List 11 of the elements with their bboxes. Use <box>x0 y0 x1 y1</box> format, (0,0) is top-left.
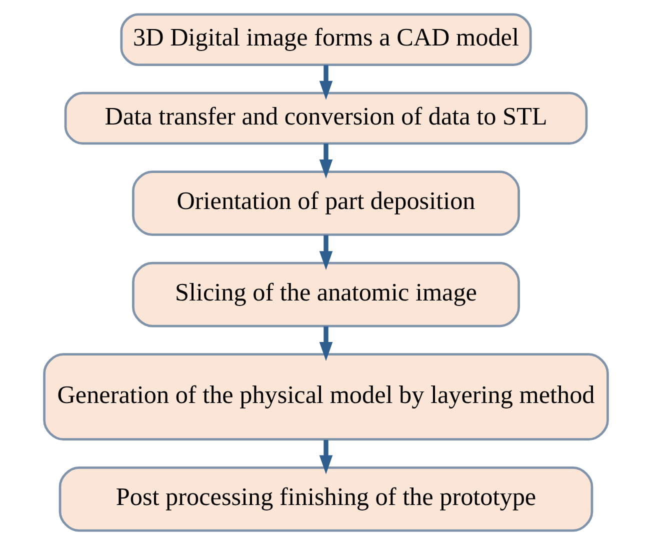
node-box: Orientation of part deposition <box>132 170 520 236</box>
arrow <box>318 440 332 474</box>
arrow <box>318 144 332 178</box>
node-box: 3D Digital image forms a CAD model <box>120 13 532 66</box>
node-box: Generation of the physical model by layering method <box>42 353 608 440</box>
node-box: Post processing finishing of the prototype <box>58 466 593 532</box>
arrow <box>318 326 332 361</box>
node-box: Slicing of the anatomic image <box>132 262 520 328</box>
arrow <box>318 65 332 100</box>
node-box: Data transfer and conversion of data to STL <box>64 92 588 145</box>
arrow <box>318 235 332 270</box>
